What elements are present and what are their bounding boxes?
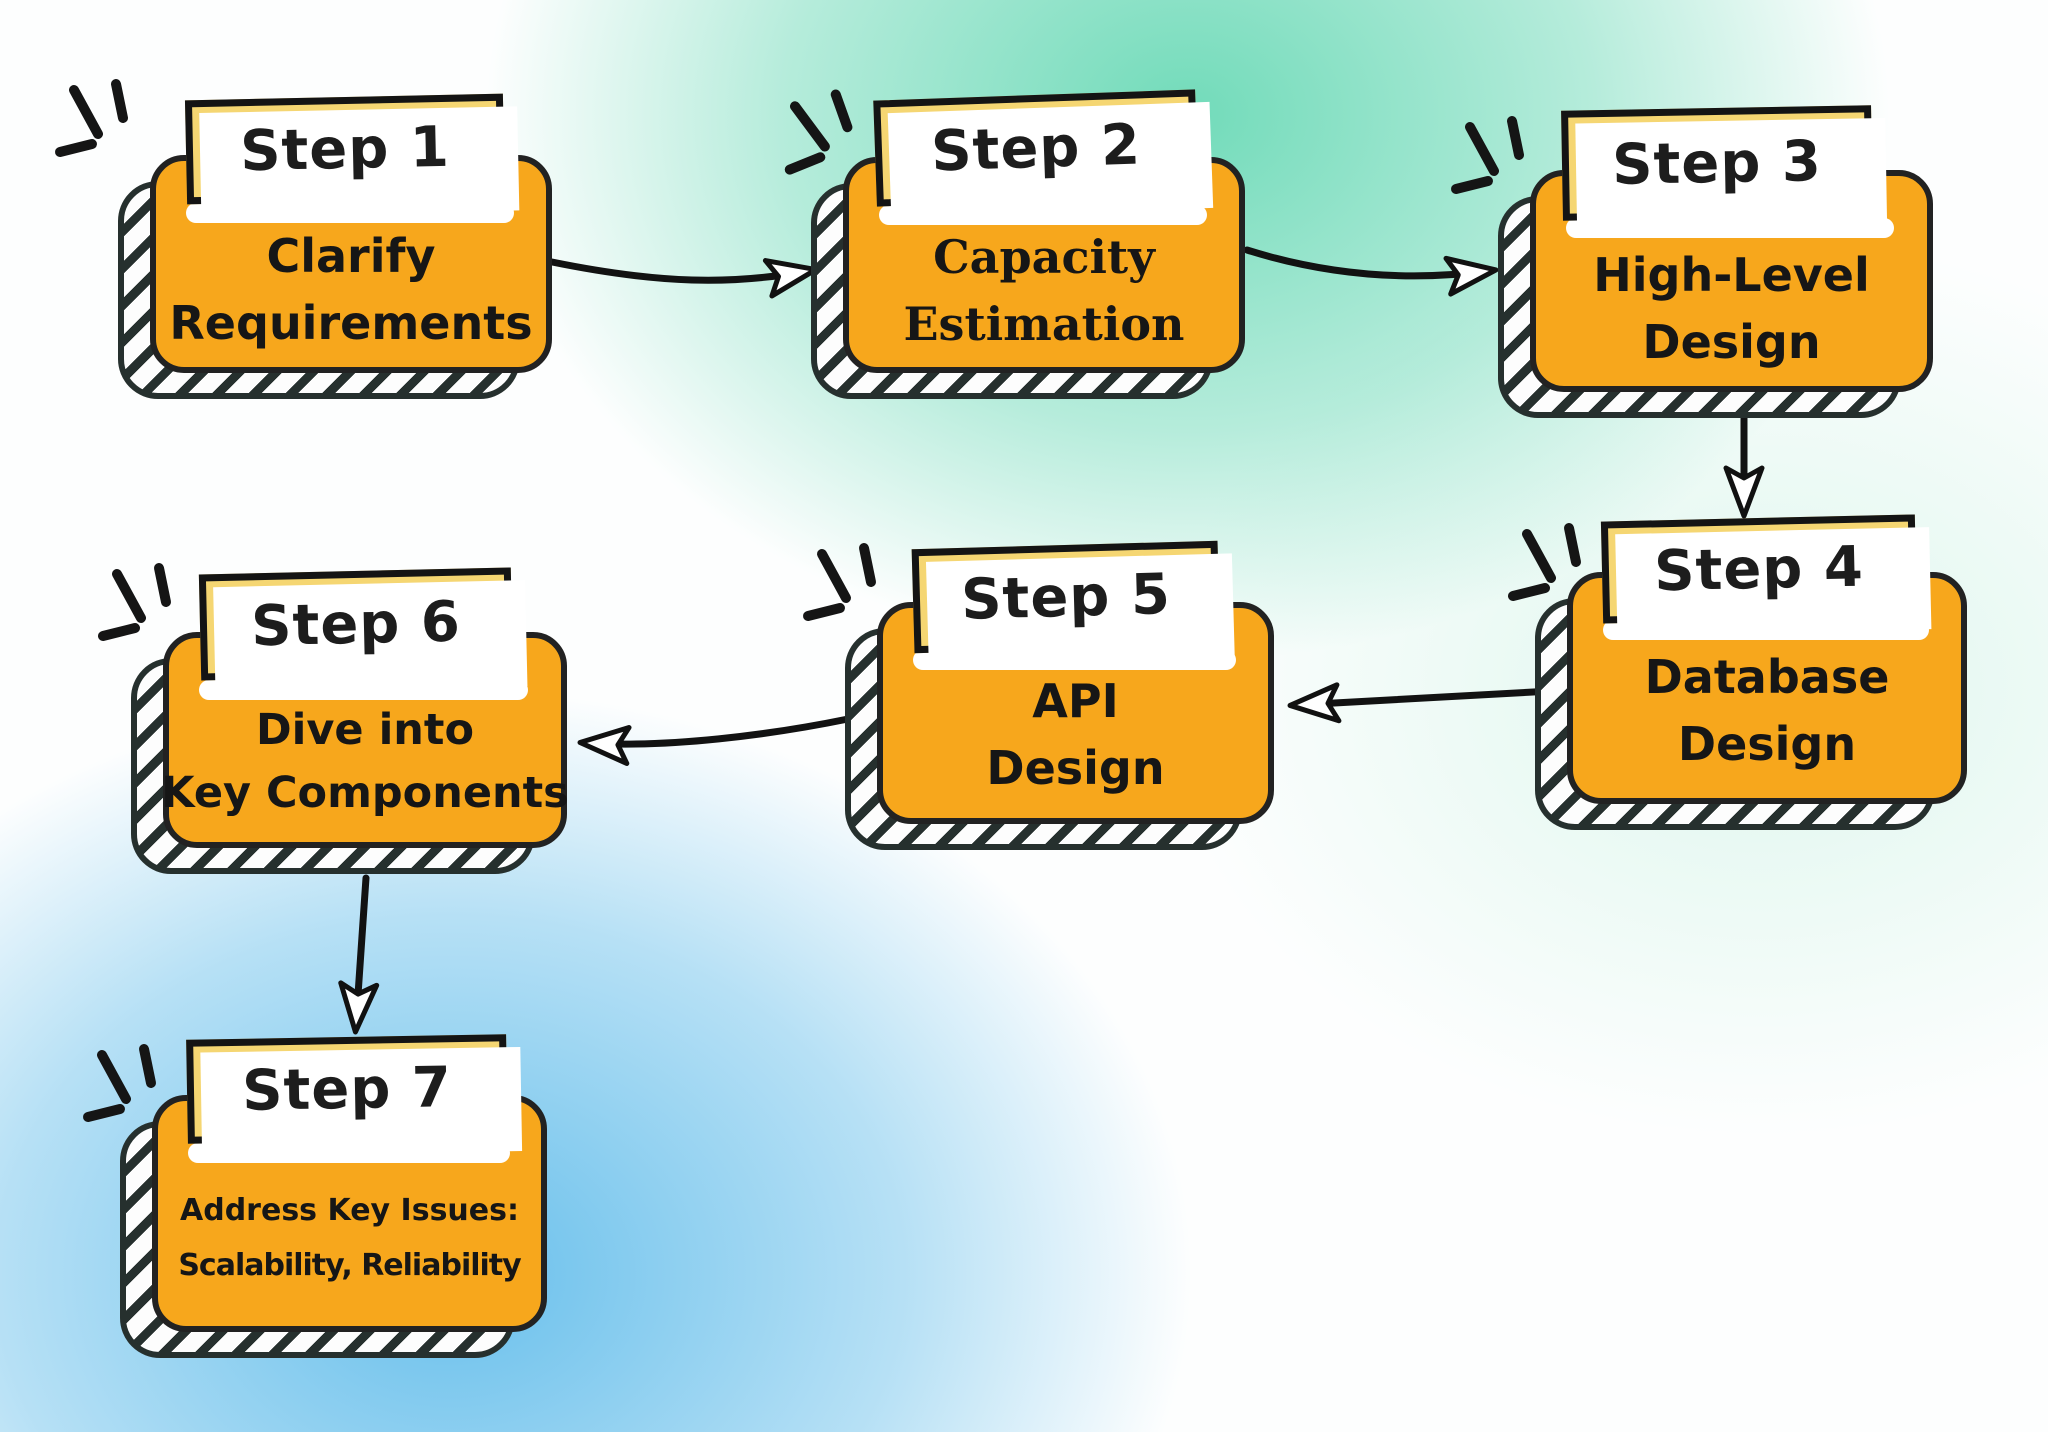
step-7-tab: Step 7	[186, 1034, 508, 1144]
sparkle-icon	[55, 79, 128, 157]
step-3-tab: Step 3	[1561, 105, 1873, 221]
step-2-title-line: Capacity	[933, 230, 1155, 285]
step-3-label: Step 3	[1611, 128, 1823, 198]
step-1-card: Clarify Requirements Step 1	[55, 79, 552, 399]
step-2-label: Step 2	[930, 111, 1142, 185]
step-5-tab: Step 5	[911, 540, 1221, 654]
step-6-label: Step 6	[250, 589, 462, 659]
step-5-label: Step 5	[960, 561, 1172, 633]
step-6-title-line: Key Components	[161, 768, 569, 818]
step-7-card: Address Key Issues: Scalability, Reliabi…	[83, 1034, 547, 1358]
arrow-step4-to-step5	[1287, 682, 1556, 724]
step-6-title-line: Dive into	[255, 704, 475, 755]
sparkle-icon	[803, 543, 876, 621]
step-1-title-line: Clarify	[266, 229, 436, 284]
step-2-tab: Step 2	[873, 89, 1199, 207]
step-1-label: Step 1	[239, 114, 451, 184]
step-2-card: Capacity Estimation Step 2	[784, 89, 1245, 399]
sparkle-icon	[784, 89, 853, 175]
sparkle-icon	[1508, 523, 1581, 601]
step-4-title-line: Design	[1677, 717, 1857, 771]
step-7-title-line: Address Key Issues:	[180, 1193, 519, 1228]
arrow-step5-to-step6	[577, 715, 852, 766]
step-2-title-line: Estimation	[903, 297, 1185, 351]
arrow-step2-to-step3	[1243, 246, 1499, 297]
step-4-title-line: Database	[1644, 650, 1890, 705]
arrow-step1-to-step2	[548, 258, 819, 299]
step-4-card: Database Design Step 4	[1508, 514, 1967, 830]
step-6-card: Dive into Key Components Step 6	[98, 563, 569, 874]
step-1-title-line: Requirements	[169, 296, 533, 350]
step-3-card: High-Level Design Step 3	[1451, 105, 1933, 418]
step-4-label: Step 4	[1653, 534, 1865, 604]
step-5-title-line: Design	[986, 741, 1165, 795]
step-5-card: API Design Step 5	[803, 540, 1274, 850]
step-5-title-line: API	[1032, 674, 1119, 729]
step-3-title-line: High-Level	[1593, 248, 1870, 303]
step-1-tab: Step 1	[184, 93, 506, 205]
step-7-title-line: Scalability, Reliability	[178, 1247, 521, 1283]
step-4-tab: Step 4	[1600, 514, 1918, 624]
step-6-tab: Step 6	[198, 567, 514, 681]
sparkle-icon	[83, 1044, 156, 1122]
sparkle-icon	[1451, 116, 1524, 194]
step-7-label: Step 7	[241, 1054, 453, 1124]
arrow-step6-to-step7	[338, 874, 380, 1035]
step-3-title-line: Design	[1642, 315, 1821, 369]
sparkle-icon	[98, 563, 171, 641]
